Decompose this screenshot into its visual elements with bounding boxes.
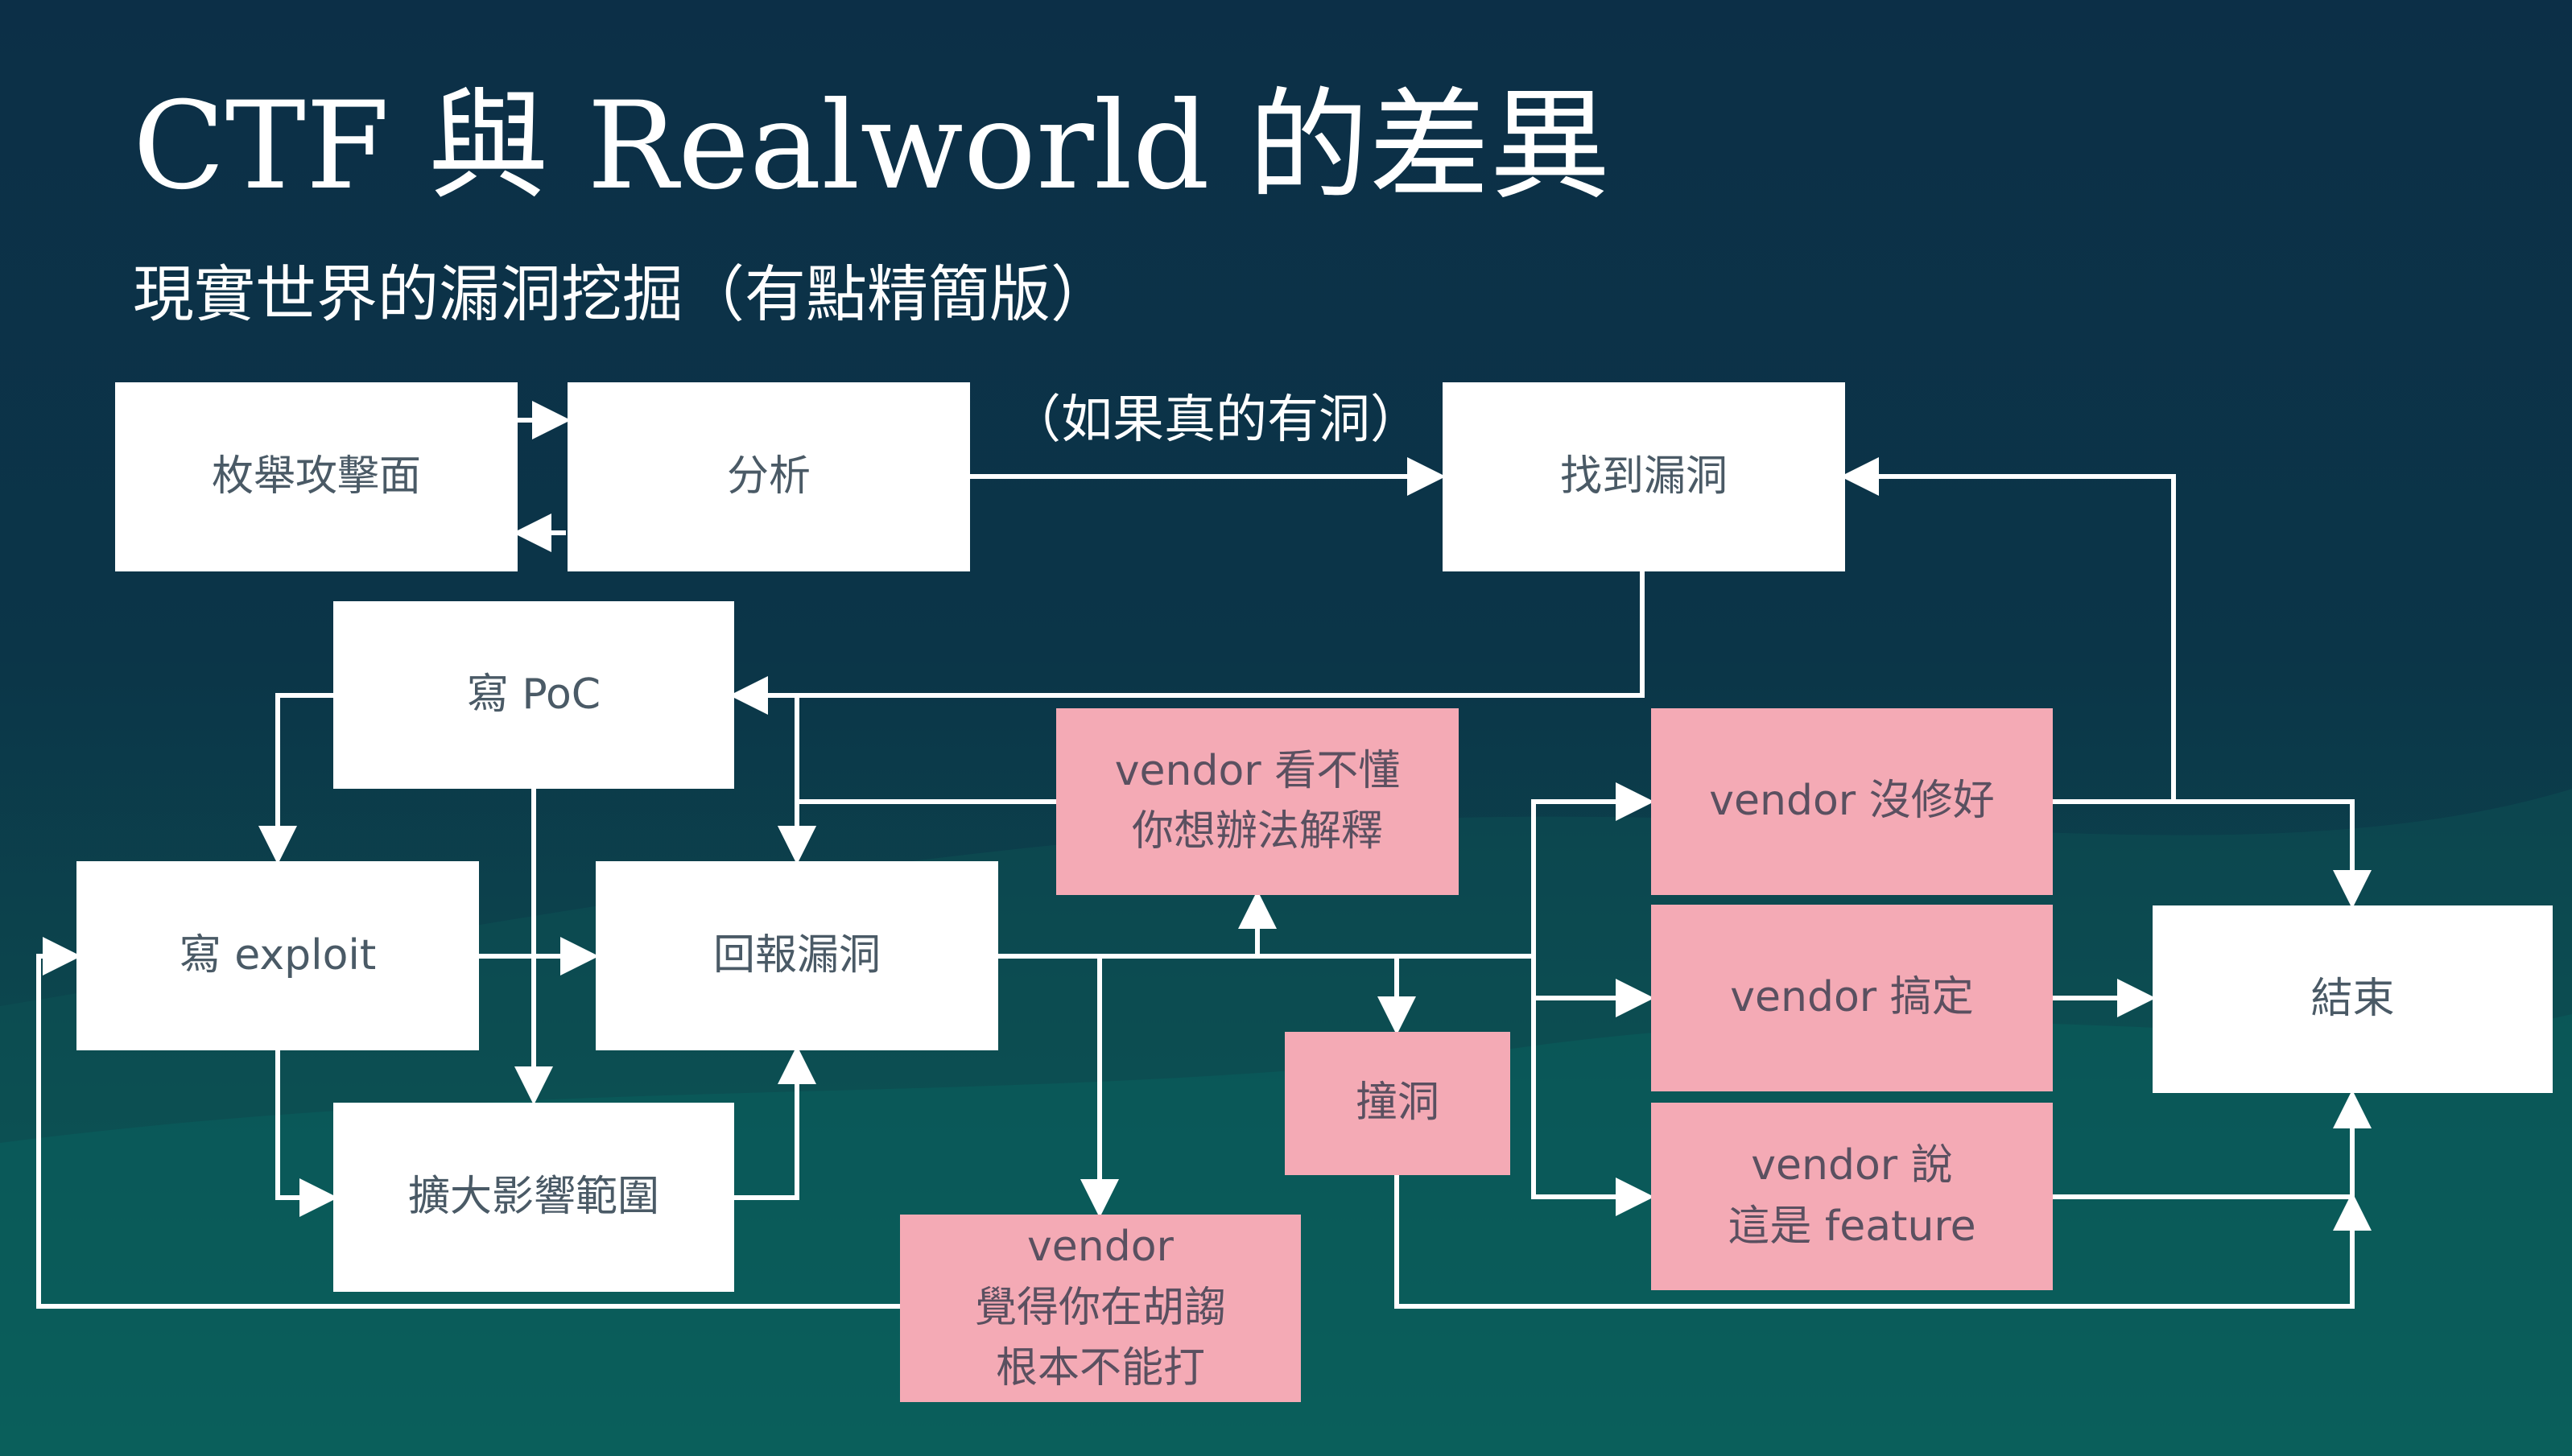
edge-loop-back-exploit	[36, 937, 900, 1309]
node-vendor-not-fixed: vendor 沒修好	[1651, 708, 2053, 895]
edge-found-poc	[729, 571, 1645, 715]
edge-duplicate-end	[1394, 1175, 2372, 1309]
slide-title: CTF 與 Realworld 的差異	[133, 76, 1611, 217]
edge-branch-fixed	[1531, 956, 1654, 1017]
edge-poc-exploit	[258, 693, 333, 864]
node-label: vendor 看不懂 你想辦法解釋	[1114, 746, 1401, 856]
edge-report-duplicate	[1257, 954, 1416, 1035]
node-label: 分析	[726, 452, 811, 501]
node-label: 擴大影響範圍	[407, 1172, 659, 1221]
edge-feature-end	[2053, 1090, 2372, 1199]
node-label: vendor 說 這是 feature	[1728, 1141, 1976, 1251]
node-duplicate: 撞洞	[1285, 1032, 1510, 1175]
node-analyze: 分析	[568, 382, 970, 571]
node-label: vendor 搞定	[1730, 973, 1974, 1022]
node-report-vulnerability: 回報漏洞	[596, 861, 998, 1050]
edge-report-vendor-confused	[998, 890, 1277, 959]
node-label: vendor 沒修好	[1709, 777, 1995, 826]
edge-vendor-confused-report	[778, 799, 1056, 864]
node-label: vendor 覺得你在胡謅 根本不能打	[974, 1223, 1226, 1393]
node-expand-impact: 擴大影響範圍	[333, 1103, 734, 1292]
slide-subtitle: 現實世界的漏洞挖掘（有點精簡版）	[133, 258, 1112, 330]
node-enumerate-attack-surface: 枚舉攻擊面	[115, 382, 518, 571]
edge-exploit-expand	[275, 1050, 338, 1217]
node-end: 結束	[2153, 905, 2553, 1093]
node-label: 撞洞	[1355, 1079, 1439, 1128]
node-vendor-confused: vendor 看不懂 你想辦法解釋	[1056, 708, 1459, 895]
node-found-vulnerability: 找到漏洞	[1443, 382, 1845, 571]
node-vendor-thinks-nonsense: vendor 覺得你在胡謅 根本不能打	[900, 1215, 1301, 1402]
edge-branch-not-fixed	[1397, 782, 1654, 959]
node-label: 回報漏洞	[712, 930, 881, 980]
edge-branch-feature	[1531, 998, 1654, 1216]
node-write-poc: 寫 PoC	[333, 601, 734, 789]
edge-label-if-vulnerable: （如果真的有洞）	[1009, 390, 1422, 450]
node-label: 找到漏洞	[1559, 452, 1728, 501]
node-label: 結束	[2310, 974, 2395, 1023]
node-write-exploit: 寫 exploit	[76, 861, 479, 1050]
node-label: 寫 exploit	[179, 930, 377, 980]
edge-expand-report	[734, 1046, 816, 1200]
node-vendor-says-feature: vendor 說 這是 feature	[1651, 1103, 2053, 1290]
node-label: 枚舉攻擊面	[211, 452, 421, 501]
edge-not-fixed-end	[2174, 799, 2372, 909]
node-label: 寫 PoC	[466, 670, 601, 719]
edge-not-fixed-found	[1840, 457, 2176, 804]
node-vendor-fixed: vendor 搞定	[1651, 905, 2053, 1091]
